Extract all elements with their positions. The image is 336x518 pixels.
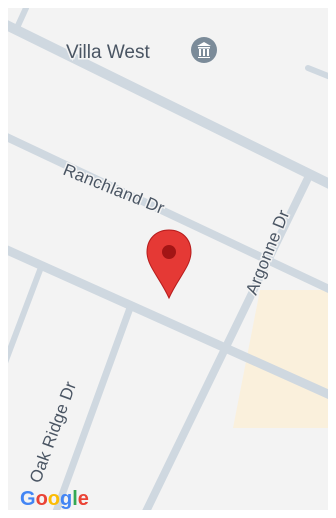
road-argonne	[142, 174, 312, 510]
logo-letter-l: l	[72, 488, 78, 510]
road-oak-ridge	[52, 304, 134, 510]
road-top-diagonal	[8, 20, 328, 189]
road-middle-diagonal	[8, 245, 328, 399]
poi-label: Villa West	[66, 42, 150, 63]
road-top-left-stub	[13, 8, 29, 33]
map-canvas: Ranchland Dr Argonne Dr Oak Ridge Dr Vil…	[8, 8, 328, 510]
road-ranchland	[8, 133, 328, 293]
map-view[interactable]: Ranchland Dr Argonne Dr Oak Ridge Dr Vil…	[8, 8, 328, 510]
street-label-ranchland: Ranchland Dr	[61, 160, 168, 218]
logo-letter-e: e	[78, 488, 89, 510]
road-left-vertical	[8, 267, 43, 364]
logo-letter-g2: g	[60, 488, 72, 510]
logo-letter-o1: o	[36, 488, 48, 510]
svg-text:Google: Google	[20, 488, 89, 510]
map-pin-icon[interactable]	[146, 229, 192, 300]
logo-letter-o2: o	[48, 488, 60, 510]
logo-letter-g1: G	[20, 488, 36, 510]
land-area	[233, 290, 328, 428]
google-logo: Google	[20, 488, 89, 510]
museum-icon[interactable]	[191, 37, 217, 63]
road-right-stub	[305, 65, 328, 80]
